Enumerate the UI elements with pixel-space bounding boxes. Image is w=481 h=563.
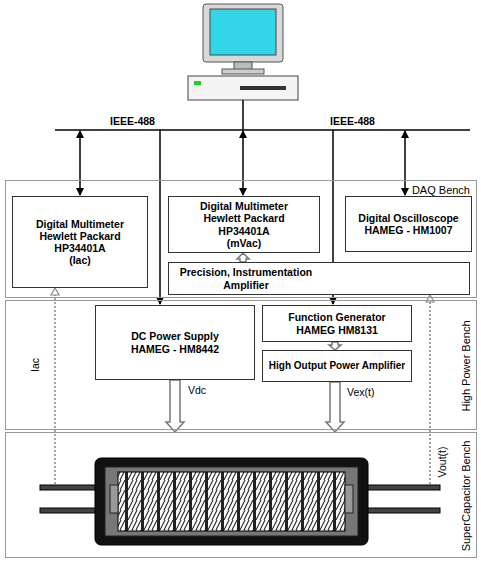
signal-arrow (326, 382, 344, 432)
multimeter-box: Digital Multimeter Hewlett Packard HP344… (168, 196, 320, 253)
bench-label: High Power Bench (460, 320, 472, 411)
signal-arrow (426, 295, 434, 432)
daq-bench-band: DAQ BenchDigital Multimeter Hewlett Pack… (5, 180, 477, 298)
signal-label: Vout(t) (437, 447, 449, 478)
box-text: Function Generator HAMEG HM8131 (275, 311, 400, 335)
amplifier-box: Precision, Instrumentation Amplifier (168, 262, 470, 295)
text-stack: DC Power Supply HAMEG - HM8442 (118, 330, 233, 354)
box-text: (mVac) (227, 237, 261, 249)
box-text: High Output Power Amplifier (269, 360, 405, 372)
bus-label: IEEE-488 (110, 116, 155, 128)
box-text: Digital Multimeter Hewlett Packard HP344… (21, 218, 139, 254)
box-text: Digital Oscilloscope HAMEG - HM1007 (351, 212, 466, 236)
power-amplifier-box: High Output Power Amplifier (262, 350, 412, 382)
text-stack: Digital Oscilloscope HAMEG - HM1007 (351, 212, 466, 236)
bench-label: SuperCapacitor Bench (460, 441, 472, 552)
signal-label: Vdc (188, 385, 206, 397)
computer-icon (188, 4, 298, 100)
text-stack: Precision, Instrumentation Amplifier (173, 266, 319, 290)
signal-arrow (329, 342, 341, 350)
text-stack: Digital Multimeter Hewlett Packard HP344… (21, 218, 139, 266)
box-text: DC Power Supply HAMEG - HM8442 (118, 330, 233, 354)
high-power-bench-band: High Power Bench DC Power Supply HAMEG - … (5, 300, 477, 430)
box-text: Digital Multimeter Hewlett Packard HP344… (185, 200, 303, 236)
bench-label: DAQ Bench (412, 184, 470, 196)
supercapacitor-drawing (40, 433, 440, 545)
supercapacitor-bench-band: SuperCapacitor Bench (5, 432, 477, 558)
function-generator-box: Function Generator HAMEG HM8131 (262, 305, 412, 342)
text-stack: Function Generator HAMEG HM8131 (275, 311, 400, 335)
text-stack: Digital Multimeter Hewlett Packard HP344… (185, 200, 303, 248)
bus-label: IEEE-488 (330, 116, 375, 128)
ieee-488-bus (55, 100, 470, 304)
signal-label: Iac (30, 358, 42, 372)
multimeter-box: Digital Multimeter Hewlett Packard HP344… (12, 196, 148, 288)
power-supply-box: DC Power Supply HAMEG - HM8442 (95, 305, 255, 380)
signal-label: Vex(t) (347, 387, 374, 399)
oscilloscope-box: Digital Oscilloscope HAMEG - HM1007 (345, 196, 472, 252)
box-text: (Iac) (69, 254, 91, 266)
signal-arrow (237, 253, 249, 262)
signal-arrow (51, 288, 59, 432)
box-text: Precision, Instrumentation Amplifier (173, 266, 319, 290)
text-stack: High Output Power Amplifier (269, 360, 405, 372)
signal-arrow (166, 380, 184, 432)
